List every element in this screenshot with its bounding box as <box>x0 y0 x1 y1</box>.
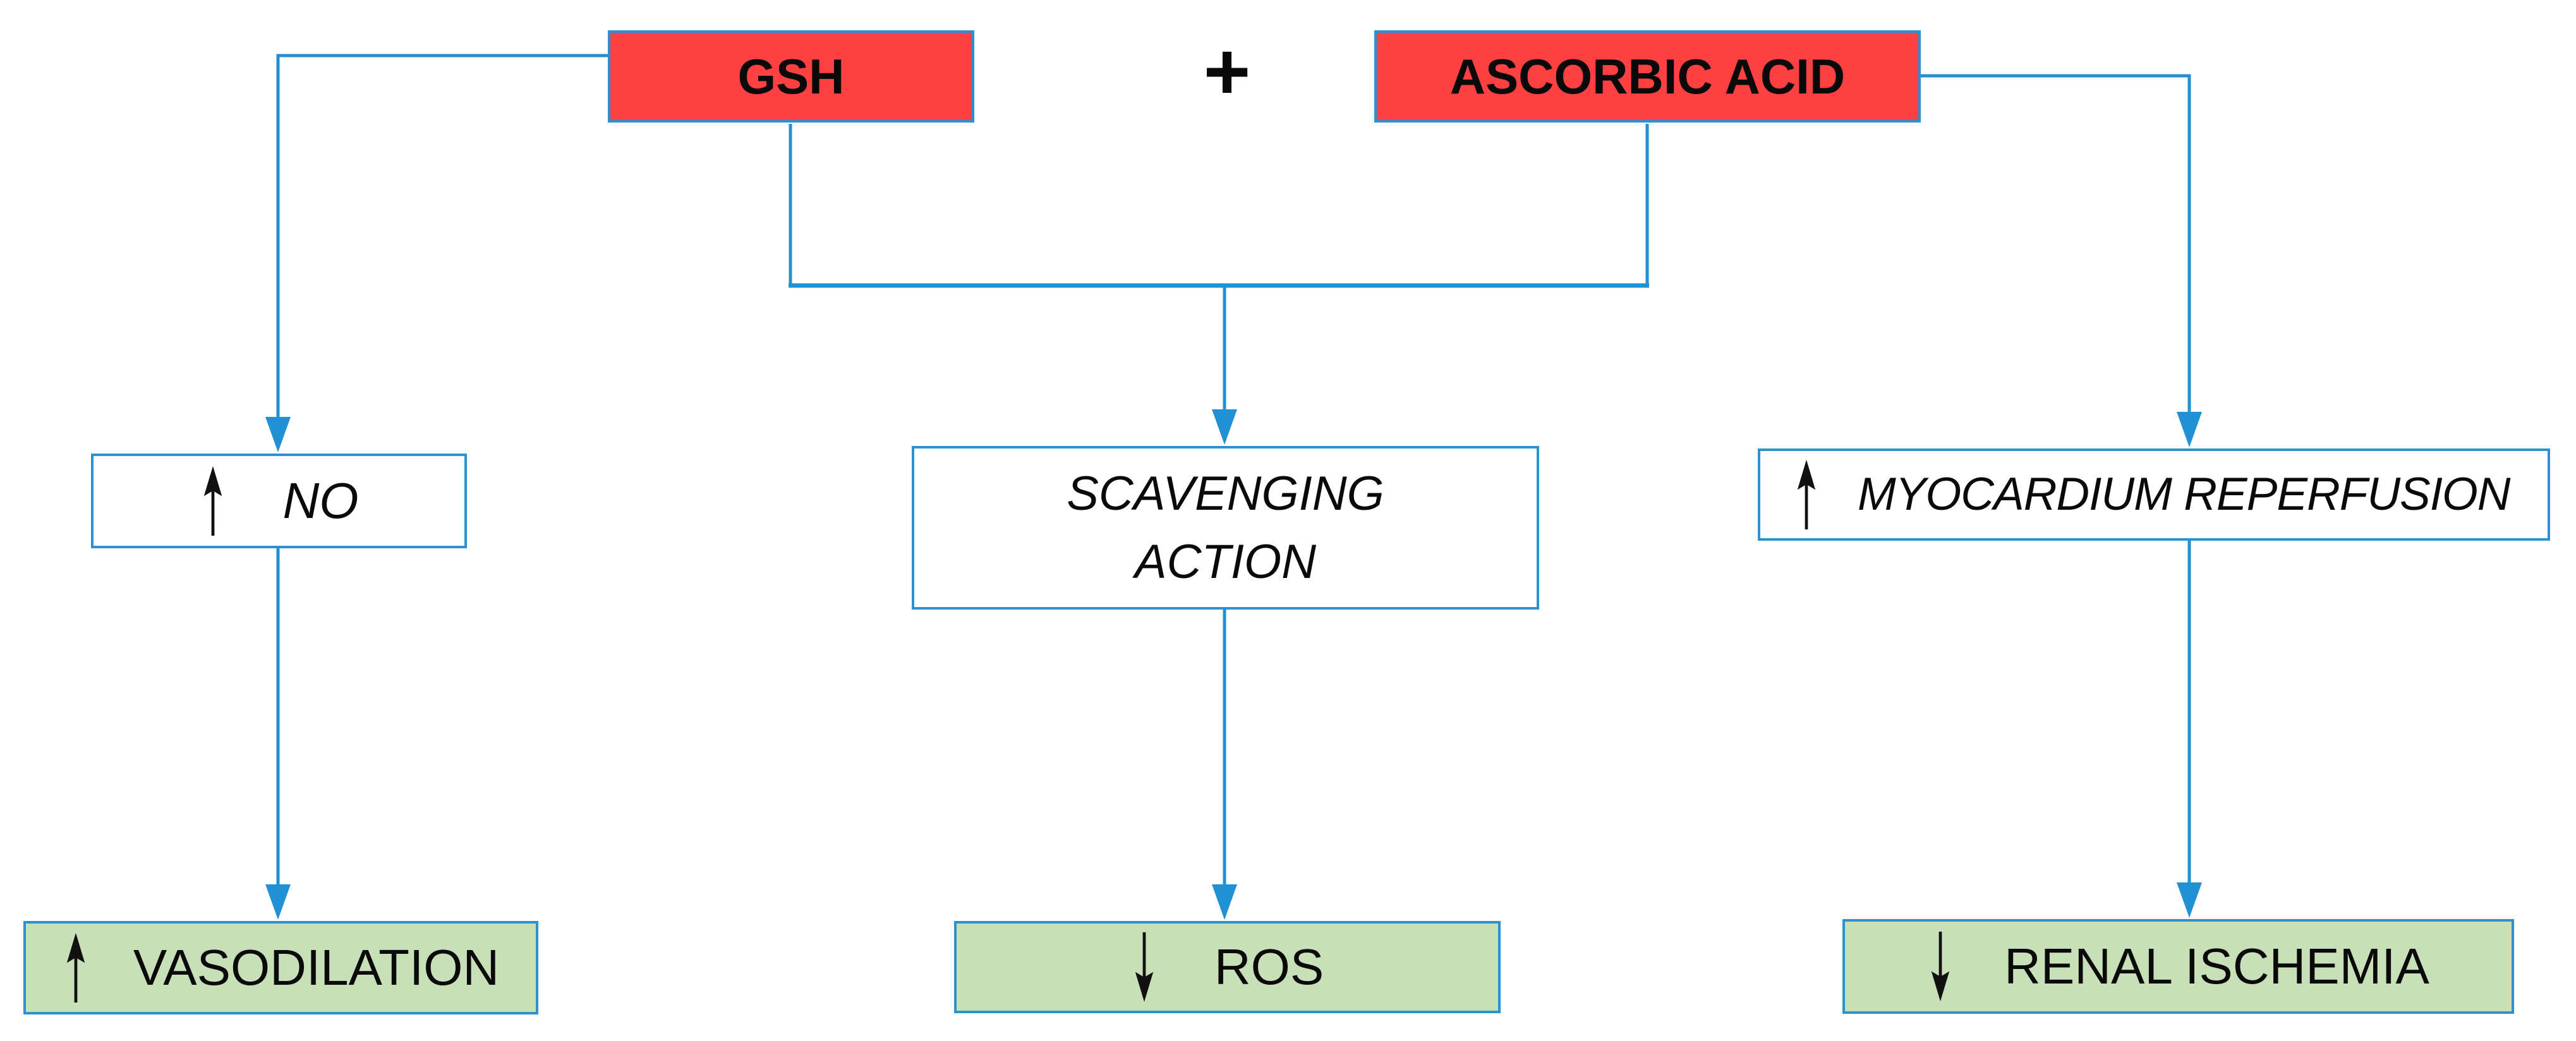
node-myocardium-reperfusion-label: MYOCARDIUM REPERFUSION <box>1858 468 2511 520</box>
edge-gsh-to-no <box>276 54 608 418</box>
up-arrow-icon <box>1797 459 1816 530</box>
down-arrow-icon <box>1931 931 1950 1002</box>
arrowhead-into-ros <box>1212 884 1237 920</box>
plus-sign-label: + <box>1203 26 1251 117</box>
node-vasodilation: VASODILATION <box>23 921 538 1014</box>
node-scavenging-action-label: SCAVENGING ACTION <box>1067 466 1384 589</box>
node-no: NO <box>91 454 467 548</box>
arrowhead-into-vasodilation <box>265 884 291 920</box>
node-gsh-label: GSH <box>737 48 845 104</box>
node-renal-ischemia: RENAL ISCHEMIA <box>1842 919 2514 1014</box>
plus-sign: + <box>1183 24 1271 119</box>
edge-ascorbic-to-myocardium <box>1921 74 2191 413</box>
arrowhead-into-scavenging <box>1212 409 1237 445</box>
node-scavenging-action: SCAVENGING ACTION <box>912 446 1539 610</box>
node-renal-ischemia-label: RENAL ISCHEMIA <box>2004 937 2429 994</box>
up-arrow-icon <box>66 932 85 1003</box>
node-myocardium-reperfusion: MYOCARDIUM REPERFUSION <box>1758 448 2550 541</box>
node-ascorbic-acid: ASCORBIC ACID <box>1374 30 1921 123</box>
node-ros-label: ROS <box>1214 938 1324 995</box>
arrowhead-into-renal <box>2177 882 2202 918</box>
up-arrow-icon <box>203 466 222 536</box>
node-ascorbic-acid-label: ASCORBIC ACID <box>1449 48 1846 104</box>
node-vasodilation-label: VASODILATION <box>133 939 500 996</box>
arrowhead-into-no <box>265 417 291 452</box>
down-arrow-icon <box>1135 932 1154 1002</box>
node-ros: ROS <box>954 921 1501 1013</box>
node-no-label: NO <box>282 472 359 529</box>
node-gsh: GSH <box>608 30 974 123</box>
arrowhead-into-myocardium <box>2177 412 2202 447</box>
